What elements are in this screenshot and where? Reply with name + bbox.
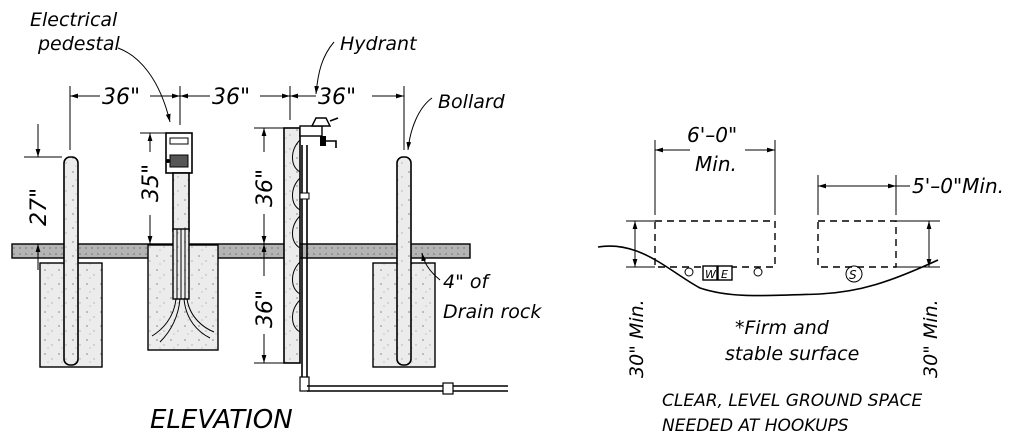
spacing-dimension bbox=[69, 86, 405, 150]
clear-space-left bbox=[654, 220, 776, 268]
caption-clear-space-line1: CLEAR, LEVEL GROUND SPACE bbox=[662, 391, 923, 411]
thirty-inch-left-dimension bbox=[626, 220, 655, 268]
bollard-right bbox=[396, 156, 412, 366]
thirty-inch-right-dimension bbox=[896, 220, 940, 268]
dim-36-hydrant-above-grade: 36" bbox=[253, 169, 278, 207]
hydrant-height-dimension bbox=[254, 127, 284, 364]
label-electrical-pedestal-line2: pedestal bbox=[37, 33, 120, 55]
five-foot-dimension bbox=[817, 175, 910, 215]
elevation-view: 36" 36" 36" 27" 35" 36" 36" bbox=[11, 9, 542, 435]
pedestal-leader bbox=[117, 47, 171, 123]
label-drain-rock-line2: Drain rock bbox=[443, 301, 542, 323]
dim-6ft-min: Min. bbox=[695, 152, 737, 176]
caption-elevation: ELEVATION bbox=[150, 405, 293, 435]
bollard-height-dimension bbox=[24, 124, 62, 270]
bollard-leader bbox=[406, 97, 433, 151]
caption-clear-space-line2: NEEDED AT HOOKUPS bbox=[662, 416, 849, 436]
ground-surface bbox=[11, 243, 471, 259]
sewer-hookup-circle bbox=[845, 265, 863, 283]
sewer-hookup-label: S bbox=[849, 268, 857, 282]
note-firm-line2: stable surface bbox=[725, 343, 859, 365]
label-electrical-pedestal-line1: Electrical bbox=[30, 9, 118, 31]
hydrant-leader bbox=[314, 41, 335, 95]
hydrant-assembly bbox=[283, 117, 508, 395]
dim-36-hydrant-below-grade: 36" bbox=[253, 290, 278, 328]
hookup-marker-left bbox=[684, 267, 694, 277]
dim-35-pedestal-height: 35" bbox=[139, 164, 164, 202]
plan-view: W E S 6'–0" Min. 5'–0"Min. 30" Min. bbox=[597, 123, 1004, 436]
label-bollard: Bollard bbox=[438, 91, 506, 113]
curb-edge bbox=[597, 245, 939, 297]
dim-36-hydrant-bollard: 36" bbox=[318, 85, 356, 110]
dim-36-bollard-pedestal: 36" bbox=[102, 85, 140, 110]
dim-30-min-left: 30" Min. bbox=[626, 299, 648, 378]
bollard-left bbox=[63, 156, 79, 366]
dim-36-pedestal-hydrant: 36" bbox=[212, 85, 250, 110]
hookup-marker-right bbox=[753, 267, 763, 277]
note-firm-line1: *Firm and bbox=[735, 317, 830, 339]
dim-30-min-right: 30" Min. bbox=[920, 299, 942, 378]
water-hookup-box bbox=[702, 265, 718, 281]
electric-hookup-label: E bbox=[721, 268, 728, 281]
clear-space-right bbox=[817, 220, 897, 268]
water-hookup-label: W bbox=[705, 268, 717, 281]
label-drain-rock-line1: 4" of bbox=[443, 271, 491, 293]
drain-rock-leader bbox=[421, 252, 441, 281]
electric-hookup-box bbox=[717, 265, 733, 281]
dim-5ft-min: 5'–0"Min. bbox=[912, 174, 1004, 198]
six-foot-dimension bbox=[654, 140, 776, 215]
dim-6ft: 6'–0" bbox=[687, 123, 737, 147]
pedestal-height-dimension bbox=[140, 132, 166, 244]
electrical-pedestal bbox=[151, 132, 215, 343]
dim-27-bollard-height: 27" bbox=[27, 188, 52, 226]
label-hydrant: Hydrant bbox=[340, 33, 418, 55]
